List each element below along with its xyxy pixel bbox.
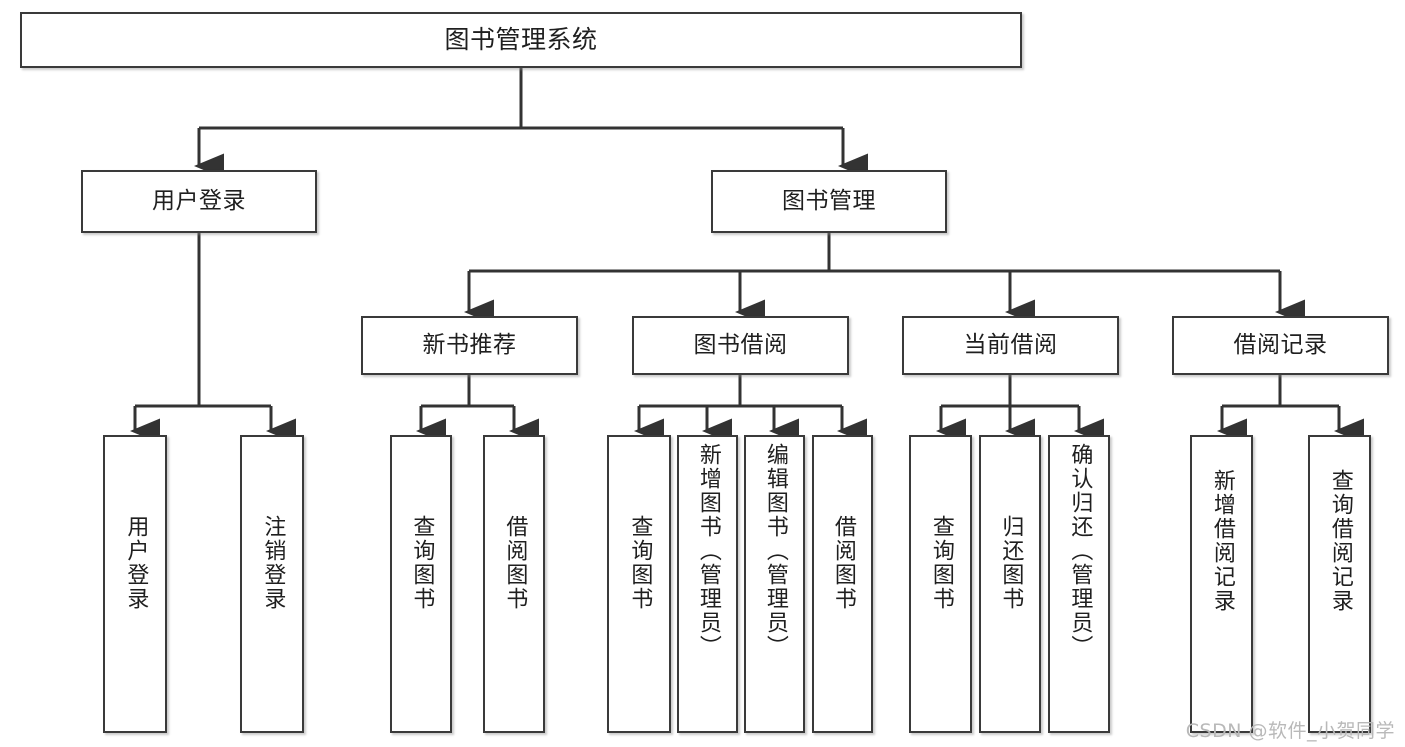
leaf-query-borrow-record[interactable]: 查询借阅记录 bbox=[1308, 435, 1371, 733]
node-new-book-recommend[interactable]: 新书推荐 bbox=[361, 316, 578, 375]
node-label: 查询图书 bbox=[627, 515, 653, 611]
node-label: 借阅图书 bbox=[830, 515, 856, 611]
node-label: 归还图书 bbox=[998, 515, 1024, 611]
leaf-query-book-borrow[interactable]: 查询图书 bbox=[607, 435, 671, 733]
node-label: 借阅图书 bbox=[502, 515, 528, 611]
leaf-query-book-recommend[interactable]: 查询图书 bbox=[390, 435, 452, 733]
node-label: 注销登录 bbox=[260, 515, 286, 611]
leaf-logout-login[interactable]: 注销登录 bbox=[240, 435, 304, 733]
leaf-confirm-return-admin[interactable]: 确认归还（管理员） bbox=[1048, 435, 1110, 733]
node-label: 新增图书（管理员） bbox=[695, 443, 721, 659]
node-label: 图书借阅 bbox=[693, 331, 788, 358]
node-label: 用户登录 bbox=[152, 187, 246, 214]
watermark-text: CSDN @软件_小贺同学 bbox=[1185, 720, 1395, 742]
node-book-management[interactable]: 图书管理 bbox=[711, 170, 947, 233]
node-current-borrow[interactable]: 当前借阅 bbox=[902, 316, 1119, 375]
node-label: 用户登录 bbox=[123, 515, 149, 611]
leaf-add-borrow-record[interactable]: 新增借阅记录 bbox=[1190, 435, 1253, 733]
node-label: 查询借阅记录 bbox=[1327, 469, 1353, 613]
node-label: 编辑图书（管理员） bbox=[762, 443, 788, 659]
node-borrow-record[interactable]: 借阅记录 bbox=[1172, 316, 1389, 375]
leaf-return-book[interactable]: 归还图书 bbox=[979, 435, 1041, 733]
leaf-borrow-book-recommend[interactable]: 借阅图书 bbox=[483, 435, 545, 733]
node-label: 图书管理系统 bbox=[444, 25, 598, 55]
node-label: 图书管理 bbox=[782, 187, 876, 214]
node-label: 查询图书 bbox=[928, 515, 954, 611]
leaf-edit-book-admin[interactable]: 编辑图书（管理员） bbox=[744, 435, 805, 733]
node-label: 新书推荐 bbox=[422, 331, 517, 358]
node-user-login[interactable]: 用户登录 bbox=[81, 170, 317, 233]
node-book-borrow[interactable]: 图书借阅 bbox=[632, 316, 849, 375]
node-root-图书管理系统[interactable]: 图书管理系统 bbox=[20, 12, 1022, 68]
node-label: 确认归还（管理员） bbox=[1067, 443, 1093, 659]
leaf-query-book-current[interactable]: 查询图书 bbox=[909, 435, 972, 733]
node-label: 查询图书 bbox=[409, 515, 435, 611]
leaf-add-book-admin[interactable]: 新增图书（管理员） bbox=[677, 435, 738, 733]
leaf-borrow-book-borrow[interactable]: 借阅图书 bbox=[812, 435, 873, 733]
node-label: 新增借阅记录 bbox=[1209, 469, 1235, 613]
node-label: 借阅记录 bbox=[1233, 331, 1328, 358]
node-label: 当前借阅 bbox=[963, 331, 1058, 358]
leaf-user-login[interactable]: 用户登录 bbox=[103, 435, 167, 733]
